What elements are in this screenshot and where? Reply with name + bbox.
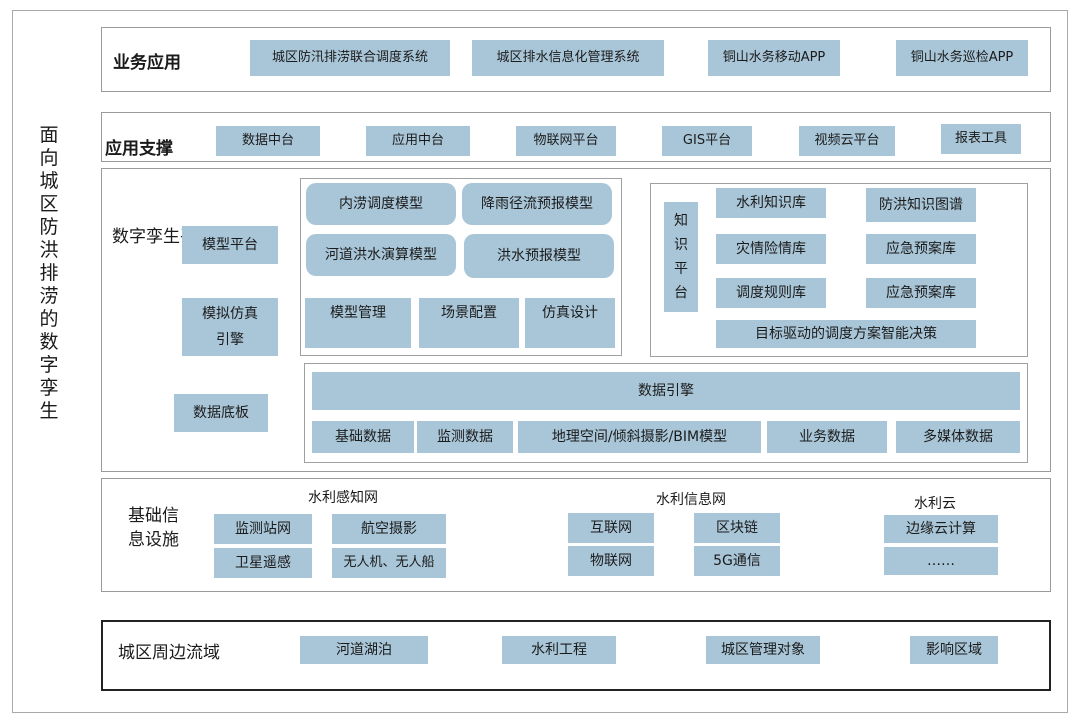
- data-item: 地理空间/倾斜摄影/BIM模型: [518, 421, 761, 453]
- data-item: 业务数据: [767, 421, 887, 453]
- layer-business-label: 业务应用: [113, 53, 181, 73]
- layer-twin-label: 数字孪生平台建设: [112, 226, 248, 248]
- basin-item: 影响区域: [910, 636, 998, 664]
- model-tool-item: 仿真设计: [525, 298, 615, 348]
- model-item: 内涝调度模型: [306, 183, 456, 225]
- infra-item: 区块链: [694, 513, 780, 543]
- data-item: 多媒体数据: [896, 421, 1020, 453]
- layer-support-label: 应用支撑: [105, 139, 173, 159]
- infra-item: 互联网: [568, 513, 654, 543]
- knowledge-item: 应急预案库: [866, 278, 976, 308]
- support-item: 视频云平台: [799, 126, 895, 156]
- knowledge-item: 水利知识库: [716, 188, 826, 218]
- decision-item: 目标驱动的调度方案智能决策: [716, 320, 976, 348]
- support-item: 物联网平台: [516, 126, 616, 156]
- basin-item: 河道湖泊: [300, 636, 428, 664]
- support-item: 报表工具: [941, 124, 1021, 154]
- support-item: 应用中台: [366, 126, 470, 156]
- business-item: 城区防汛排涝联合调度系统: [250, 40, 450, 76]
- knowledge-item: 调度规则库: [716, 278, 826, 308]
- basin-item: 水利工程: [502, 636, 616, 664]
- infra-item: ……: [884, 547, 998, 575]
- business-item: 铜山水务巡检APP: [896, 40, 1028, 76]
- twin-left-item: 模拟仿真引擎: [182, 298, 278, 356]
- infra-item: 物联网: [568, 546, 654, 576]
- infra-group-name: 水利云: [914, 496, 956, 512]
- knowledge-item: 应急预案库: [866, 234, 976, 264]
- layer-infra-label: 基础信息设施: [128, 506, 179, 550]
- data-item: 基础数据: [312, 421, 414, 453]
- infra-item: 航空摄影: [332, 514, 446, 544]
- support-item: 数据中台: [216, 126, 320, 156]
- layer-basin-label: 城区周边流域: [118, 643, 220, 663]
- model-item: 洪水预报模型: [464, 234, 614, 278]
- knowledge-group: [650, 183, 1028, 357]
- infra-item: 卫星遥感: [214, 548, 312, 578]
- knowledge-item: 防洪知识图谱: [866, 188, 976, 222]
- business-item: 城区排水信息化管理系统: [472, 40, 664, 76]
- data-group: [304, 363, 1028, 463]
- knowledge-item: 灾情险情库: [716, 234, 826, 264]
- infra-item: 监测站网: [214, 514, 312, 544]
- twin-left-item: 模型平台: [182, 226, 278, 264]
- diagram-frame: [12, 10, 1068, 713]
- diagram-title: 面向城区防洪排涝的数字孪生: [39, 124, 59, 422]
- data-item: 监测数据: [417, 421, 513, 453]
- model-group: [300, 178, 622, 356]
- infra-item: 5G通信: [694, 546, 780, 576]
- twin-left-item: 数据底板: [174, 394, 268, 432]
- business-item: 铜山水务移动APP: [708, 40, 840, 76]
- data-engine: 数据引擎: [312, 372, 1020, 410]
- infra-group-name: 水利感知网: [308, 490, 378, 506]
- knowledge-platform: 知识平台: [664, 202, 698, 312]
- support-item: GIS平台: [662, 126, 752, 156]
- infra-group-name: 水利信息网: [656, 492, 726, 508]
- model-item: 降雨径流预报模型: [462, 183, 612, 225]
- infra-item: 无人机、无人船: [332, 548, 446, 578]
- model-item: 河道洪水演算模型: [306, 234, 456, 276]
- basin-item: 城区管理对象: [706, 636, 820, 664]
- infra-item: 边缘云计算: [884, 515, 998, 543]
- model-tool-item: 模型管理: [305, 298, 411, 348]
- model-tool-item: 场景配置: [419, 298, 519, 348]
